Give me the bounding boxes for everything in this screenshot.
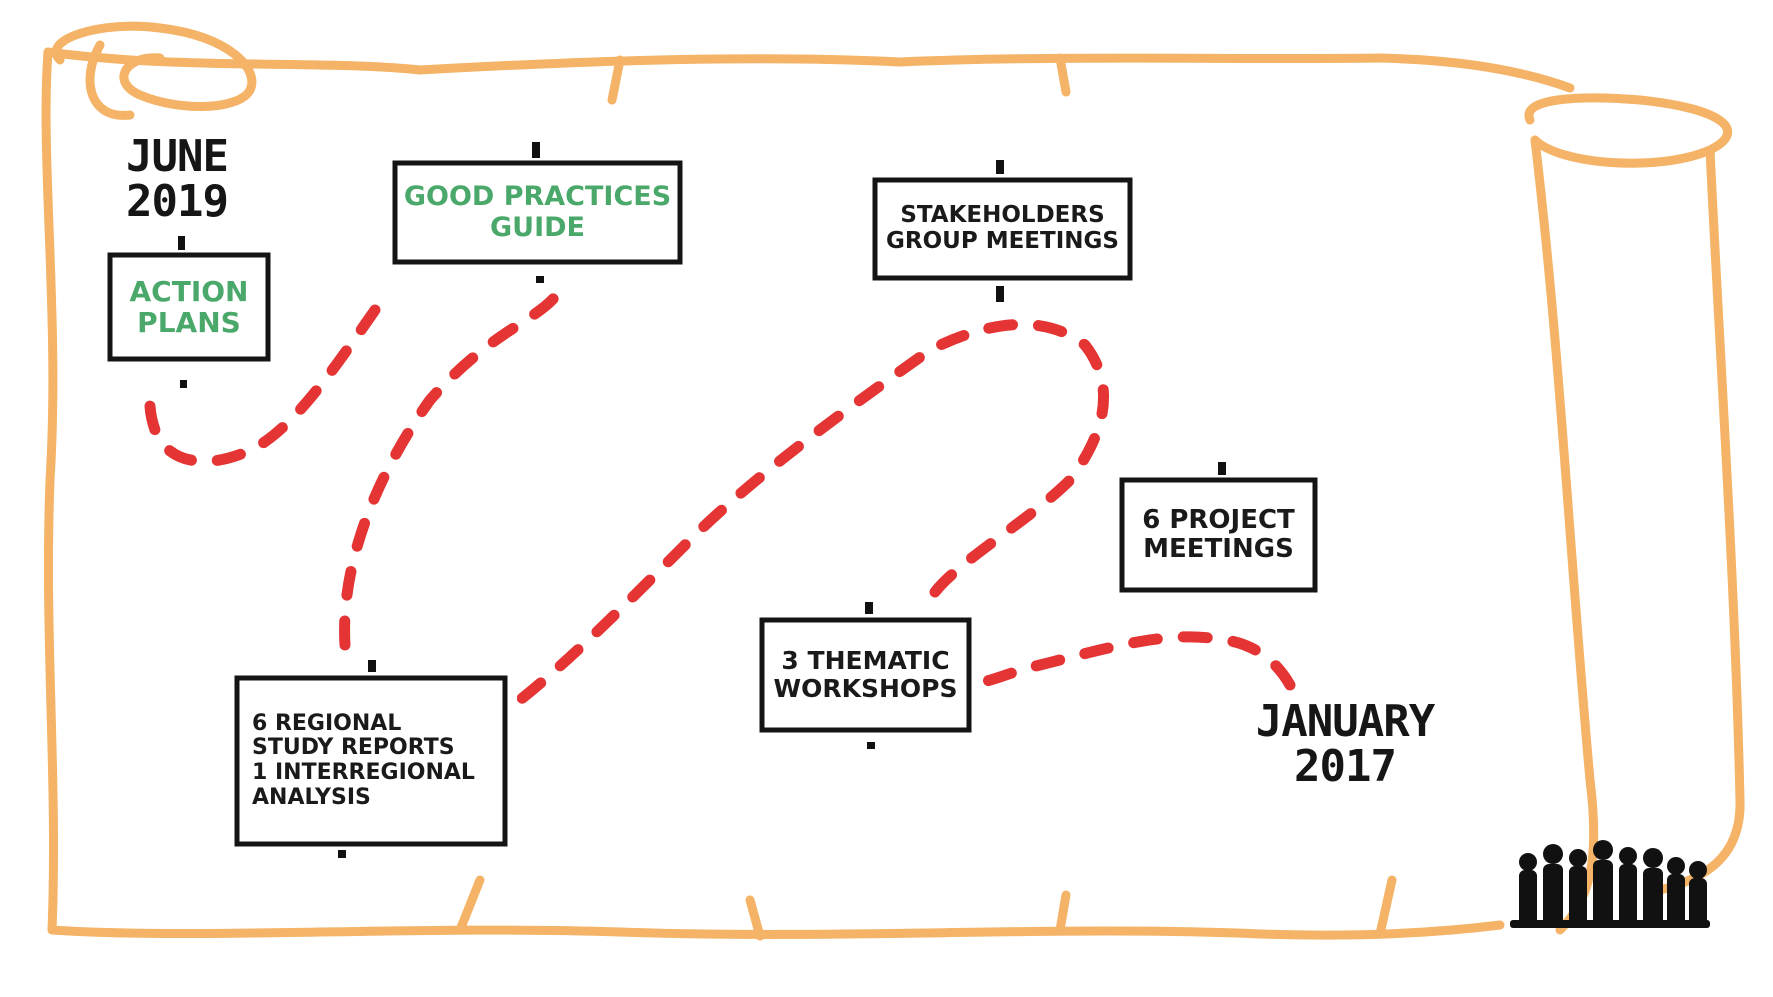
- scroll-outline: [41, 21, 1745, 941]
- sign-good-practices-guide: GOOD PRACTICES GUIDE: [398, 166, 677, 259]
- sign-action-plans-line-2: PLANS: [137, 306, 241, 339]
- sign-stakeholders-group-meetings: STAKEHOLDERS GROUP MEETINGS: [878, 183, 1127, 275]
- sign-regional-line-1: 6 REGIONAL: [252, 710, 402, 736]
- sign-thematic-workshops-line-1: 3 THEMATIC: [781, 646, 950, 675]
- people-crowd-icon: [1510, 840, 1710, 928]
- sign-thematic-workshops: 3 THEMATIC WORKSHOPS: [765, 623, 966, 727]
- sign-regional-line-2: STUDY REPORTS: [252, 735, 455, 761]
- sign-action-plans: ACTION PLANS: [113, 258, 265, 356]
- sign-good-practices-line-1: GOOD PRACTICES: [403, 181, 672, 213]
- sign-thematic-workshops-line-2: WORKSHOPS: [773, 674, 958, 703]
- sign-regional-line-4: ANALYSIS: [252, 784, 371, 810]
- timeline-path: [144, 274, 1296, 706]
- sign-regional-study-reports: 6 REGIONAL STUDY REPORTS 1 INTERREGIONAL…: [252, 681, 502, 841]
- sign-action-plans-line-1: ACTION: [129, 274, 249, 308]
- sign-boards: [105, 142, 1320, 858]
- sign-stakeholders-line-1: STAKEHOLDERS: [900, 202, 1105, 229]
- sign-project-meetings-line-2: MEETINGS: [1143, 534, 1294, 564]
- sign-regional-line-3: 1 INTERREGIONAL: [252, 760, 475, 785]
- sign-stakeholders-line-2: GROUP MEETINGS: [886, 228, 1119, 254]
- sign-project-meetings: 6 PROJECT MEETINGS: [1125, 483, 1312, 587]
- sign-good-practices-line-2: GUIDE: [490, 211, 585, 243]
- sign-project-meetings-line-1: 6 PROJECT: [1142, 504, 1295, 535]
